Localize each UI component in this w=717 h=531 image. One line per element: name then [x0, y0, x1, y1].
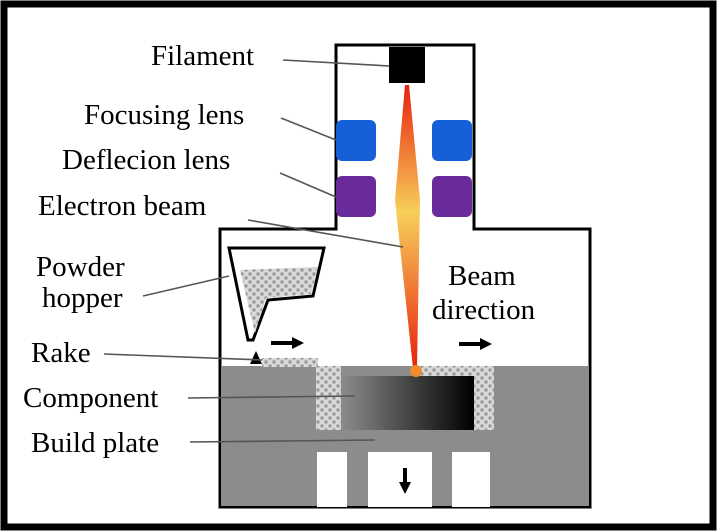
leader-component [187, 395, 356, 399]
arrow-down-icon [399, 468, 411, 494]
label-component: Component [23, 382, 158, 414]
focusing-lens-right [432, 120, 472, 161]
filament [389, 47, 425, 83]
label-powder-hopper-line1: Powder [36, 251, 125, 283]
melt-spot [410, 365, 422, 377]
arrow-right-icon [271, 337, 304, 349]
label-rake: Rake [31, 337, 91, 369]
hopper-powder [240, 267, 318, 333]
deflection-lens-right [432, 176, 472, 217]
leader-rake [103, 353, 263, 361]
plate-support-right [452, 452, 490, 507]
deflection-lens-left [336, 176, 376, 217]
plate-support-center [368, 452, 432, 507]
powder-layer-left [262, 358, 318, 367]
leader-deflection-lens [279, 172, 337, 198]
powder-bed-top [420, 366, 492, 376]
electron-beam [395, 85, 420, 368]
arrow-right-icon [459, 338, 492, 350]
leader-powder-hopper [142, 275, 230, 297]
label-focusing-lens: Focusing lens [84, 99, 244, 131]
label-electron-beam: Electron beam [38, 190, 207, 222]
leader-build-plate [189, 439, 376, 443]
component-part [341, 376, 474, 430]
leader-electron-beam [247, 219, 404, 248]
rake [250, 351, 262, 364]
label-powder-hopper-line2: hopper [42, 282, 123, 314]
powder-wall-left [316, 366, 341, 430]
leader-filament [282, 59, 390, 67]
label-beam-direction-line2: direction [432, 294, 536, 326]
focusing-lens-left [336, 120, 376, 161]
label-beam-direction-line1: Beam [448, 260, 516, 292]
label-filament: Filament [151, 40, 254, 72]
label-build-plate: Build plate [31, 427, 159, 459]
leader-focusing-lens [280, 117, 337, 141]
label-deflection-lens: Deflecion lens [62, 144, 230, 176]
plate-support-left [317, 452, 347, 507]
powder-wall-right [474, 366, 494, 430]
